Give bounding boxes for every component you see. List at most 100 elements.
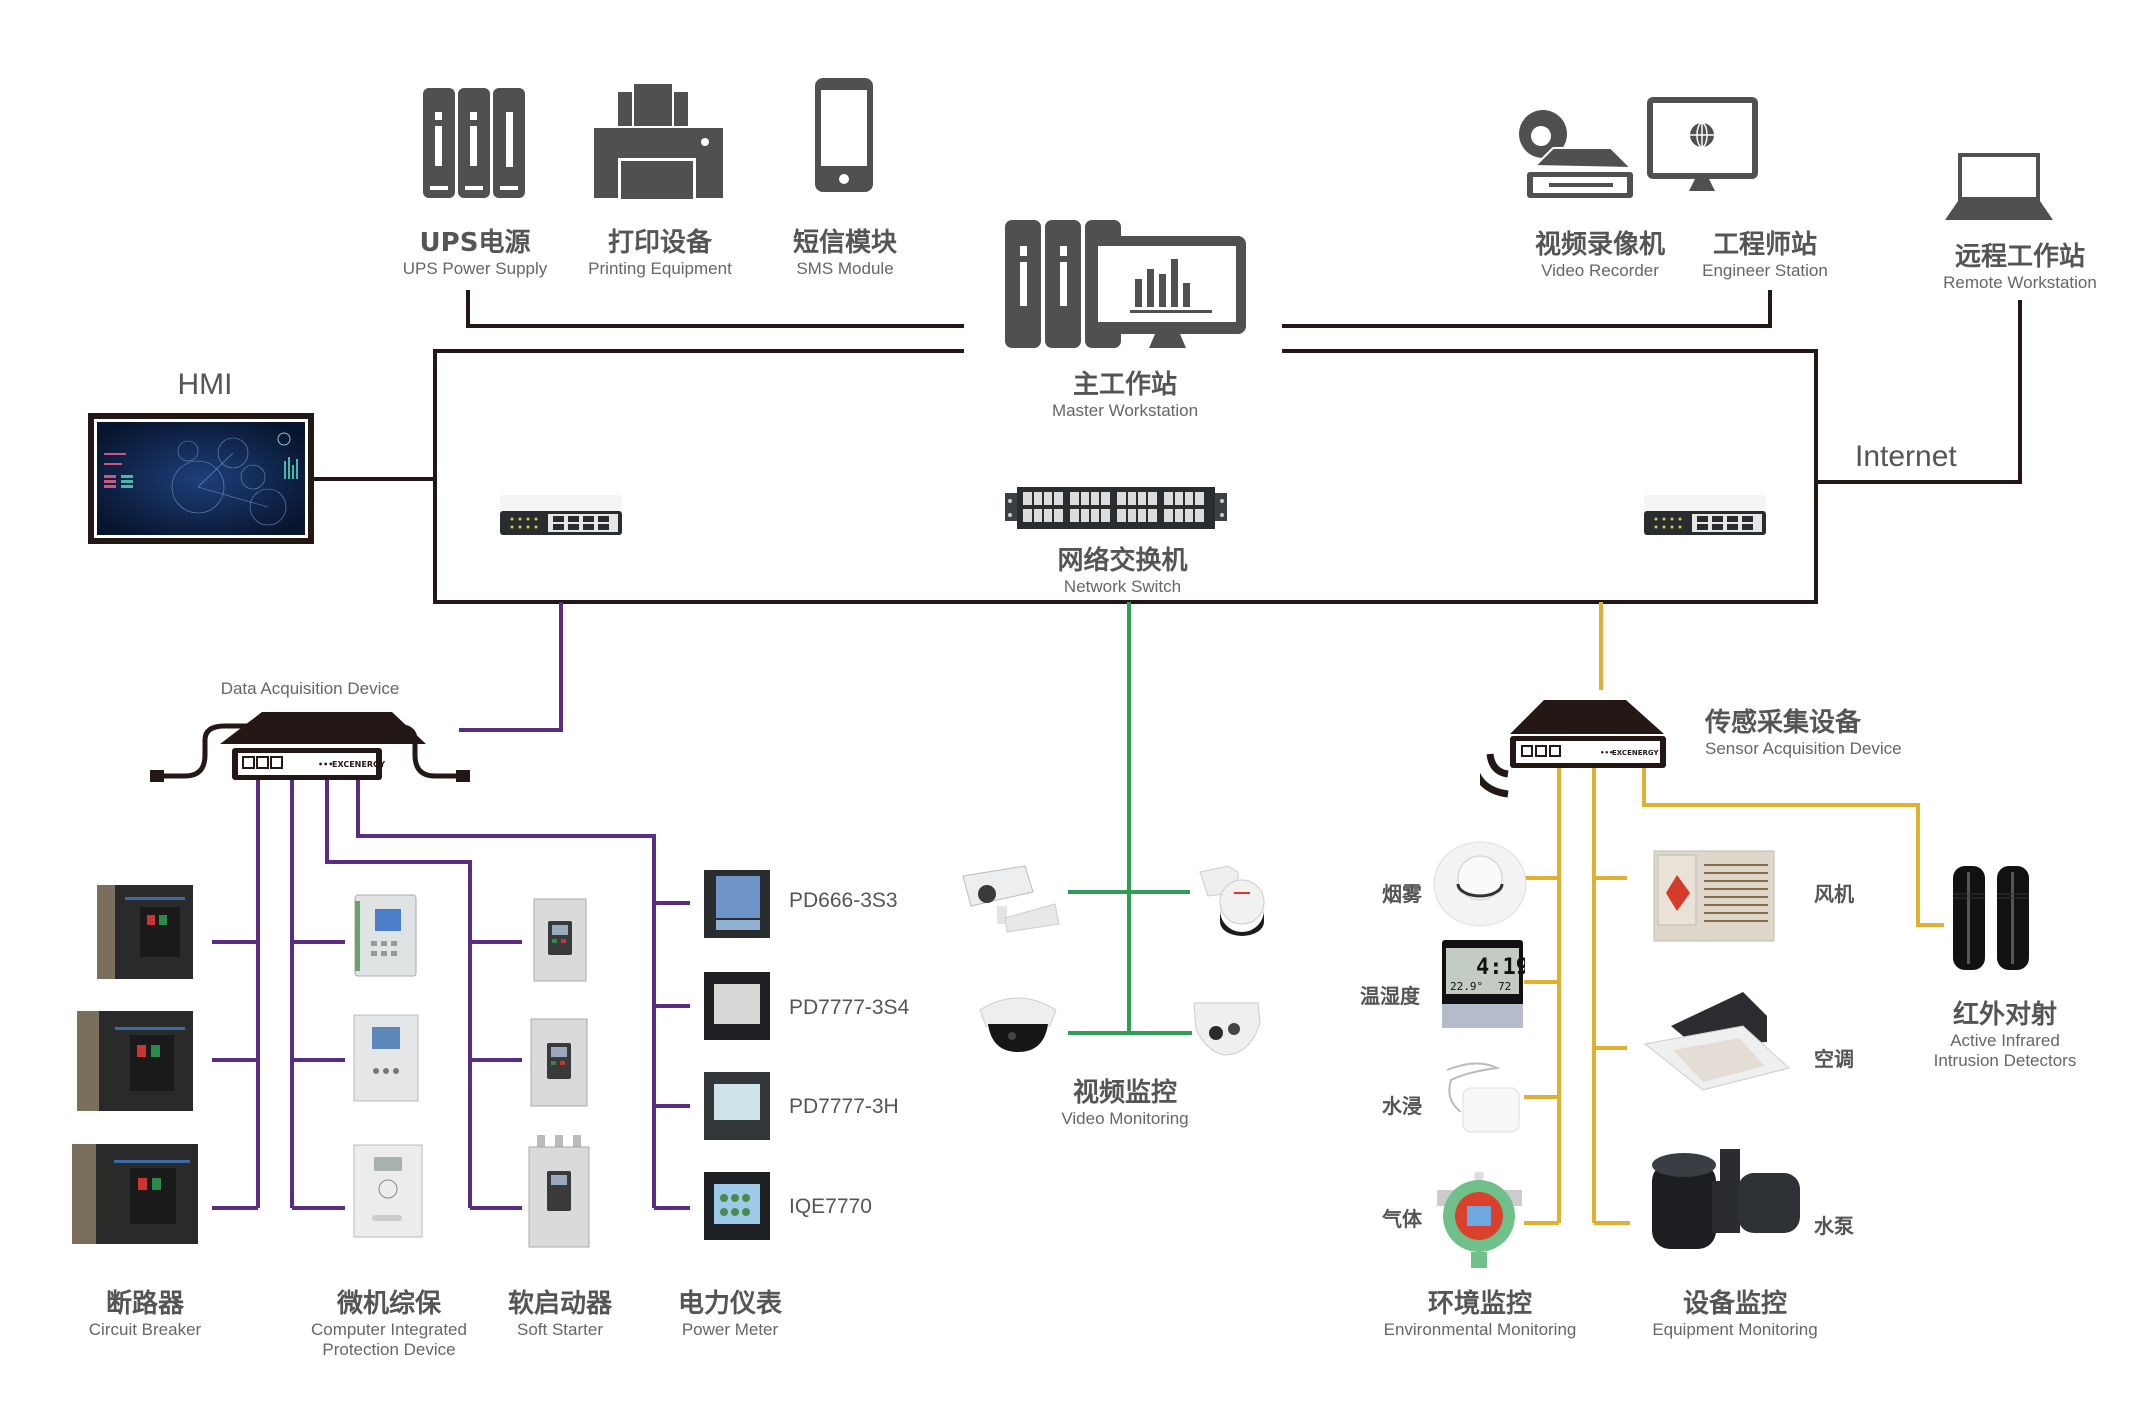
circuit-breaker-1[interactable] [95,877,195,982]
sms-subtitle: SMS Module [796,259,894,278]
protection-device-2[interactable] [352,1013,420,1103]
env-monitoring-label: 环境监控 Environmental Monitoring [1370,1283,1590,1340]
power-meter-1[interactable] [702,868,772,940]
dome-camera-icon [979,997,1057,1052]
circuit-breaker-2[interactable] [75,1005,195,1115]
sensor-water-label: 水浸 [1382,1094,1422,1118]
circuit-breaker-3[interactable] [70,1138,200,1248]
printer-device[interactable] [592,82,727,202]
engineer-station-device[interactable] [1645,95,1760,195]
small-switch-right[interactable] [1642,493,1768,539]
network-switch-title: 网络交换机 [1057,546,1188,576]
water-leak-sensor[interactable] [1437,1060,1522,1140]
smoke-detector[interactable] [1432,838,1528,928]
sensor-acq-subtitle: Sensor Acquisition Device [1705,739,1902,758]
soft-starter-1[interactable] [530,895,590,985]
engineer-station-subtitle: Engineer Station [1702,261,1828,280]
turret-camera-icon [1193,1002,1261,1056]
hmi-dashboard-icon [94,419,308,538]
water-pump-icon [1652,1149,1800,1249]
remote-workstation-device[interactable] [1943,152,2055,224]
power-meter-title: 电力仪表 [677,1289,782,1319]
power-meter-2[interactable] [702,970,772,1042]
equip-monitoring-title: 设备监控 [1682,1289,1787,1319]
svg-text:•••: ••• [318,760,333,769]
air-conditioner[interactable] [1643,986,1793,1096]
internet-link [1816,300,2022,484]
camera-turret[interactable] [1190,995,1262,1061]
video-recorder-device[interactable] [1515,108,1635,200]
ptz-camera-icon [1199,865,1265,936]
protection-title: 微机综保 [336,1289,441,1319]
thermo-temp: 22.9° [1450,980,1483,993]
gas-detector[interactable] [1437,1171,1522,1270]
circuit-breaker-subtitle: Circuit Breaker [88,1320,202,1339]
data-acq-label: Data Acquisition Device [220,679,400,698]
power-meter-icon [704,972,770,1040]
soft-starter-group-label: 软启动器 Soft Starter [480,1283,640,1340]
protection-group-label: 微机综保 Computer Integrated Protection Devi… [300,1283,478,1360]
infrared-detectors[interactable] [1945,862,2035,982]
video-monitoring-subtitle: Video Monitoring [1061,1109,1189,1128]
thermo-humidity: 72 [1498,980,1511,993]
power-meter-icon [704,870,770,938]
camera-dome[interactable] [978,990,1058,1056]
sms-device[interactable] [813,76,875,196]
soft-starter-2[interactable] [527,1015,591,1110]
soft-starter-3[interactable] [525,1133,593,1251]
purple-bus [212,602,690,1210]
protection-subtitle: Computer Integrated Protection Device [311,1320,467,1359]
printer-subtitle: Printing Equipment [588,259,732,278]
equip-monitoring-subtitle: Equipment Monitoring [1652,1320,1818,1339]
thermo-time: 4:19 [1476,955,1525,980]
camera-bullet[interactable] [955,862,1067,938]
yellow-bus [1524,602,1944,1225]
fan-unit[interactable] [1650,845,1778,950]
camera-ptz[interactable] [1198,862,1270,938]
core-switch[interactable] [1005,485,1227,531]
circuit-breaker-title: 断路器 [105,1289,184,1319]
power-meter-subtitle: Power Meter [681,1320,779,1339]
small-switch-left[interactable] [498,493,624,539]
soft-starter-title: 软启动器 [507,1289,612,1319]
sensor-acq-label: 传感采集设备 Sensor Acquisition Device [1705,702,1902,759]
ups-label: UPS电源 UPS Power Supply [380,222,570,279]
remote-workstation-subtitle: Remote Workstation [1943,273,2097,292]
video-recorder-label: 视频录像机 Video Recorder [1500,224,1700,281]
hmi-screen[interactable] [88,413,314,544]
ups-device[interactable] [420,82,530,202]
water-pump[interactable] [1648,1145,1808,1257]
infrared-subtitle-1: Active Infrared [1950,1031,2060,1050]
network-switch-subtitle: Network Switch [1063,577,1182,596]
sensor-smoke-label: 烟雾 [1382,882,1422,906]
power-meter-model-2: PD7777-3S4 [789,996,910,1019]
smoke-detector-icon [1433,841,1527,927]
sensor-acq-device[interactable]: ••• EXCENERGY [1468,690,1680,800]
soft-starter-icon [528,1135,590,1248]
infrared-beam-icon [1953,866,2029,970]
env-monitoring-subtitle: Environmental Monitoring [1383,1320,1577,1339]
data-acq-icon: ••• EXCENERGY [150,712,470,782]
power-meter-3[interactable] [702,1070,772,1142]
power-meter-4[interactable] [702,1170,772,1242]
master-workstation-device[interactable] [1000,216,1250,350]
air-conditioner-icon [1643,992,1791,1091]
protection-device-1[interactable] [353,893,418,978]
protection-device-3[interactable] [352,1143,424,1239]
air-cooler-icon [1653,850,1775,942]
mobile-phone-icon [815,78,873,192]
power-meter-icon [704,1072,770,1140]
data-acq-brand: EXCENERGY [332,760,385,769]
power-meter-model-4: IQE7770 [789,1195,872,1218]
rack-switch-icon [1005,487,1227,529]
soft-starter-icon [533,898,587,982]
temp-humidity-sensor[interactable]: 4:19 22.9° 72 [1440,938,1529,1030]
ups-subtitle: UPS Power Supply [402,259,548,278]
soft-starter-icon [530,1018,588,1107]
equipment-ac-label: 空调 [1814,1047,1854,1071]
data-acq-device[interactable]: ••• EXCENERGY [150,700,470,782]
thermo-hygrometer-icon: 4:19 22.9° 72 [1442,940,1529,1028]
laptop-icon [1945,153,2053,220]
circuit-breaker-icon [97,885,193,979]
